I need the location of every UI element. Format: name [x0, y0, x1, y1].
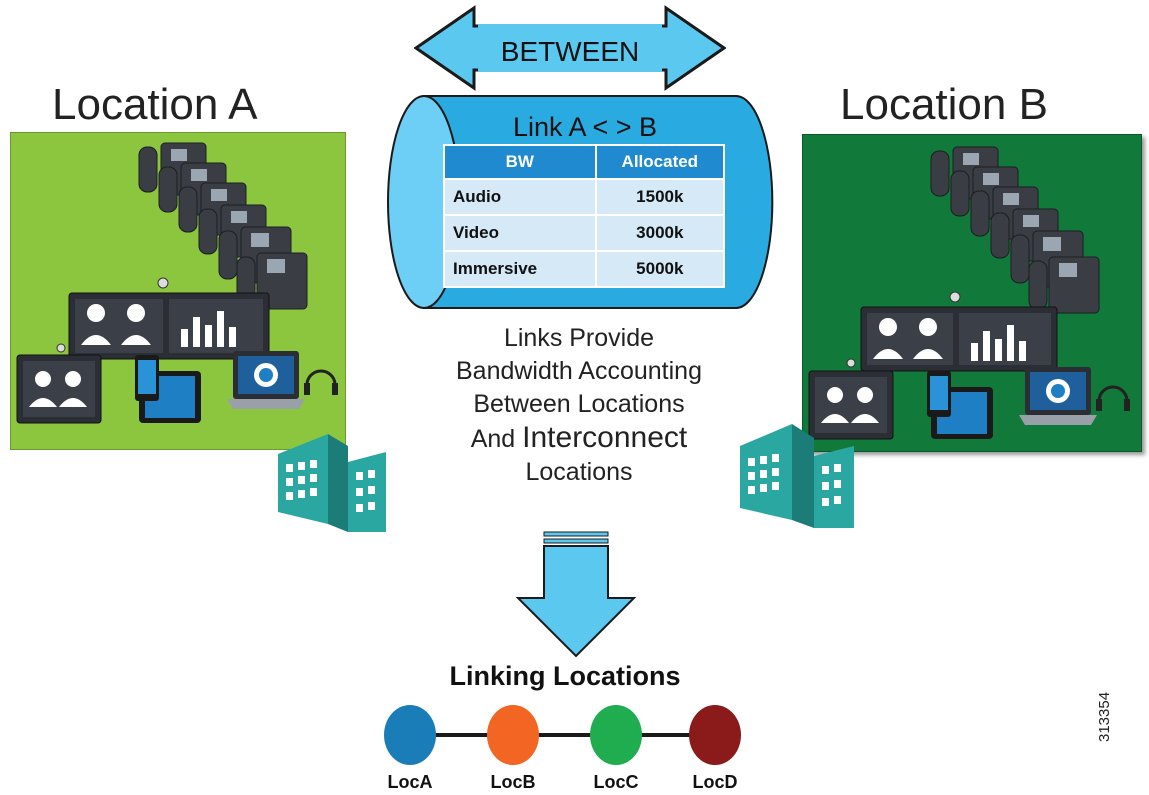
node-label-locc: LocC: [593, 772, 639, 792]
location-b-devices-illustration: [808, 146, 1130, 440]
caption-line-4-big: Interconnect: [522, 421, 688, 454]
down-arrow: [515, 531, 637, 658]
bw-header: BW: [443, 144, 597, 180]
linking-title: Linking Locations: [449, 661, 681, 691]
node-loca: [384, 705, 436, 765]
building-b-icon: [740, 424, 854, 528]
linking-chain: [384, 705, 741, 765]
between-label: BETWEEN: [500, 36, 640, 67]
node-label-loca: LocA: [387, 772, 433, 792]
figure-id: 313354: [1096, 691, 1113, 742]
bw-type-cell: Immersive: [443, 250, 597, 288]
caption-line-1: Links Provide: [503, 324, 655, 352]
bw-value-cell: 1500k: [594, 178, 726, 216]
caption-line-2: Bandwidth Accounting: [455, 357, 702, 385]
table-row: Audio 1500k: [443, 178, 726, 216]
caption-line-3: Between Locations: [473, 390, 685, 418]
link-caption: Links Provide Bandwidth Accounting Betwe…: [404, 322, 754, 489]
bw-value-cell: 3000k: [594, 214, 726, 252]
node-locb: [487, 705, 539, 765]
node-locc: [590, 705, 642, 765]
bandwidth-table: BW Allocated Audio 1500k Video 3000k Imm…: [443, 144, 726, 288]
location-b-panel: [802, 134, 1142, 452]
node-label-locd: LocD: [692, 772, 738, 792]
bw-type-cell: Video: [443, 214, 597, 252]
bw-value-cell: 5000k: [594, 250, 726, 288]
location-b-title: Location B: [840, 80, 1048, 129]
caption-line-5: Locations: [525, 458, 633, 486]
between-arrow: [414, 5, 726, 91]
caption-line-4: And Interconnect: [404, 421, 754, 456]
link-title: Link A < > B: [512, 112, 658, 142]
node-locd: [689, 705, 741, 765]
table-row: Video 3000k: [443, 214, 726, 252]
caption-line-4-pre: And: [470, 425, 523, 453]
node-label-locb: LocB: [490, 772, 536, 792]
location-a-title: Location A: [52, 80, 258, 129]
bw-type-cell: Audio: [443, 178, 597, 216]
allocated-header: Allocated: [594, 144, 726, 180]
table-row: Immersive 5000k: [443, 250, 726, 288]
location-a-devices-illustration: [16, 142, 338, 424]
location-a-panel: [10, 132, 346, 450]
building-a-icon: [278, 434, 386, 532]
